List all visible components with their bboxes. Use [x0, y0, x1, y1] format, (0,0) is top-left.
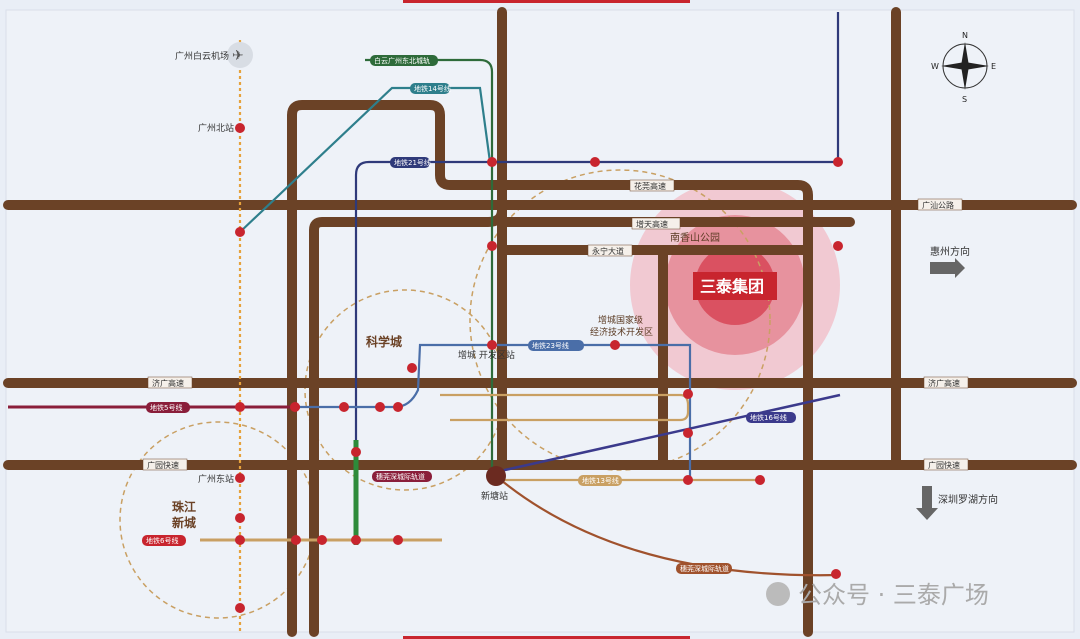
svg-text:地铁13号线: 地铁13号线	[582, 476, 619, 485]
brand-box	[693, 272, 777, 300]
zengcheng-zone-line1: 增城国家级	[598, 314, 643, 326]
kexuecheng-label: 科学城	[366, 334, 402, 349]
huizhou-direction: 惠州方向	[930, 245, 970, 278]
brand-label: 三泰集团	[700, 277, 764, 296]
station-markers	[235, 123, 843, 613]
guangzhou-east-label: 广州东站	[198, 473, 234, 485]
svg-text:穗莞深城际轨道: 穗莞深城际轨道	[680, 564, 729, 573]
svg-text:W: W	[931, 62, 939, 71]
line16-track	[495, 393, 841, 474]
nanxiangshan-label: 南香山公园	[670, 231, 720, 244]
zengcheng-kfq-station: 增城 开发区站	[458, 349, 515, 361]
svg-text:增天高速: 增天高速	[636, 219, 668, 229]
svg-text:广园快速: 广园快速	[928, 460, 960, 470]
watermark: 公众号 · 三泰广场	[766, 581, 989, 609]
svg-text:地铁16号线: 地铁16号线	[750, 413, 787, 422]
svg-text:公众号 · 三泰广场: 公众号 · 三泰广场	[798, 581, 989, 609]
svg-text:广汕公路: 广汕公路	[922, 200, 954, 210]
bottom-accent-bar	[403, 636, 690, 639]
line-labels: 白云广州东北城轨 地铁14号线 地铁21号线 地铁23号线 地铁5号线 地铁6号…	[142, 55, 796, 574]
svg-text:✈: ✈	[232, 48, 244, 64]
zengcheng-zone-line2: 经济技术开发区	[590, 326, 653, 338]
zhujiang-label-2: 新城	[172, 515, 196, 530]
svg-text:花莞高速: 花莞高速	[634, 181, 666, 191]
xintang-station-label: 新塘站	[481, 490, 508, 502]
svg-text:地铁5号线: 地铁5号线	[150, 403, 182, 412]
line13-loop	[440, 393, 690, 422]
zhujiang-label-1: 珠江	[172, 499, 196, 514]
shenzhen-direction: 深圳罗湖方向	[916, 486, 998, 520]
svg-text:穗莞深城际轨道: 穗莞深城际轨道	[376, 472, 425, 481]
svg-text:地铁6号线: 地铁6号线	[146, 536, 178, 545]
svg-text:白云广州东北城轨: 白云广州东北城轨	[374, 56, 430, 65]
compass: N S E W	[931, 31, 996, 104]
airplane-icon	[227, 42, 253, 68]
svg-text:地铁14号线: 地铁14号线	[414, 84, 451, 93]
svg-text:惠州方向: 惠州方向	[930, 245, 970, 258]
svg-text:深圳罗湖方向: 深圳罗湖方向	[938, 493, 998, 506]
svg-text:S: S	[962, 95, 967, 104]
svg-text:广园快速: 广园快速	[147, 460, 179, 470]
svg-text:地铁21号线: 地铁21号线	[394, 158, 431, 167]
shenzhen-rail-track	[495, 475, 841, 577]
svg-text:永宁大道: 永宁大道	[592, 246, 624, 256]
airport-label: 广州白云机场	[175, 50, 229, 62]
svg-text:济广高速: 济广高速	[928, 378, 960, 388]
line21-track	[354, 12, 840, 460]
baiyun-rail-track	[365, 58, 494, 480]
svg-text:N: N	[962, 31, 968, 40]
top-accent-bar	[403, 0, 690, 3]
svg-text:济广高速: 济广高速	[152, 378, 184, 388]
svg-text:地铁23号线: 地铁23号线	[532, 341, 569, 350]
road-labels: 花莞高速 广汕公路 增天高速 永宁大道 济广高速 济广高速 广园快速 广园快速	[142, 179, 969, 471]
svg-text:E: E	[991, 62, 996, 71]
guangzhou-north-label: 广州北站	[198, 122, 234, 134]
